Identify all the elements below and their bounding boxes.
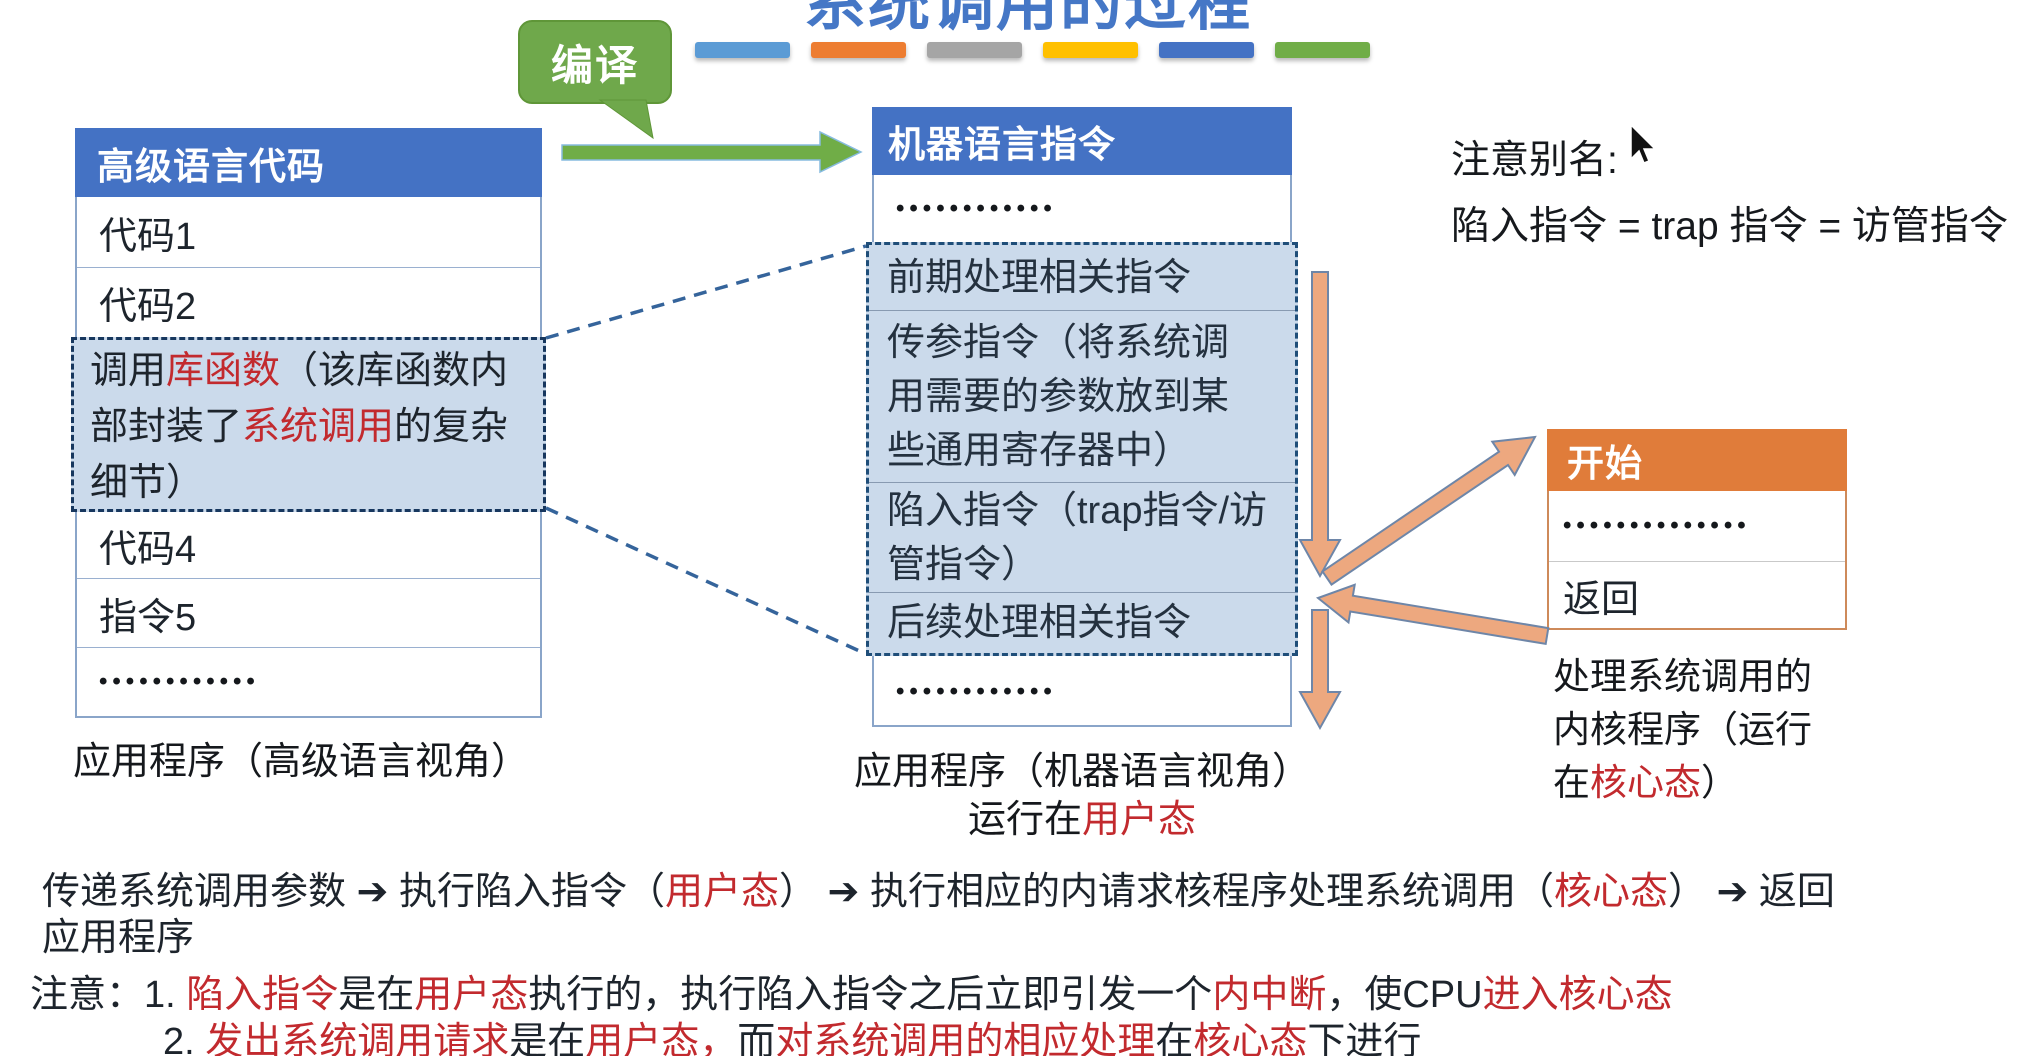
row-label: 代码2 <box>99 286 197 328</box>
kernel-table-header: 开始 <box>1547 429 1847 491</box>
ellipsis-dots: •••••••••••• <box>896 194 1057 222</box>
alias-note: 注意别名: 陷入指令 = trap 指令 = 访管指令 <box>1451 128 2031 260</box>
text-run: 运行在 <box>967 799 1082 841</box>
table-row-ellipsis: •••••••••••• <box>874 658 1290 725</box>
compile-arrow <box>561 130 863 174</box>
caption-label: 应用程序（高级语言视角） <box>73 741 530 783</box>
text-run: 用户态， <box>585 1021 738 1056</box>
machine-table-caption-line1: 应用程序（机器语言视角） <box>852 740 1312 795</box>
text-run: 传递系统调用参数 ➔ 执行陷入指令（ <box>42 871 665 913</box>
text-run: 注意：1. <box>30 974 187 1016</box>
table-row-inst5: 指令5 <box>77 578 540 647</box>
text-run: 核心态 <box>1193 1021 1308 1056</box>
text-run: 2. <box>163 1021 206 1056</box>
text-run: 库函数 <box>166 350 281 392</box>
zoom-connector-top <box>545 244 867 340</box>
ellipsis-dots: •••••••••••• <box>896 677 1057 705</box>
machine-table-header-label: 机器语言指令 <box>888 124 1116 165</box>
text-run: 下进行 <box>1307 1021 1422 1056</box>
text-run: 是在 <box>338 974 415 1016</box>
row-label: 陷入指令（trap指令/访管指令） <box>887 489 1268 586</box>
ellipsis-dots: •••••••••••• <box>99 668 260 695</box>
highlevel-table-header: 高级语言代码 <box>75 128 542 197</box>
text-run: （该库函数内部封装了 <box>90 350 509 448</box>
row-label: 返回 <box>1563 578 1640 621</box>
text-run: 内中断 <box>1212 974 1327 1016</box>
text-run: 用户态 <box>414 974 529 1016</box>
caption-label: 应用程序（机器语言视角） <box>853 751 1310 793</box>
alias-note-line1: 注意别名: <box>1451 139 1618 182</box>
row-label: 前期处理相关指令 <box>887 256 1192 299</box>
table-row-code2: 代码2 <box>77 267 540 337</box>
note-line1: 注意：1. 陷入指令是在用户态执行的，执行陷入指令之后立即引发一个内中断，使CP… <box>30 963 1673 1018</box>
row-label: 指令5 <box>99 596 197 639</box>
alias-note-line2: 陷入指令 = trap 指令 = 访管指令 <box>1451 205 2008 248</box>
text-run: 而 <box>737 1021 776 1056</box>
row-label: 传参指令（将系统调用需要的参数放到某些通用寄存器中） <box>887 321 1230 472</box>
note-line2: 2. 发出系统调用请求是在用户态，而对系统调用的相应处理在核心态下进行 <box>163 1010 1421 1056</box>
table-row-code4: 代码4 <box>77 512 540 578</box>
text-run: 在 <box>1155 1021 1194 1056</box>
text-run: 是在 <box>509 1021 586 1056</box>
color-dash <box>927 42 1022 58</box>
text-run: ） <box>1701 762 1738 803</box>
color-dash <box>1159 42 1254 58</box>
text-run: ） ➔ 执行相应的内请求核程序处理系统调用（ <box>778 871 1554 913</box>
zoom-connector-bottom <box>545 506 867 656</box>
flow-arrow-down-to-trap <box>1298 271 1342 579</box>
flow-arrow-to-kernel-start <box>1321 435 1537 586</box>
flow-summary-line2-label: 应用程序 <box>42 917 195 959</box>
table-row-ellipsis: •••••••••••• <box>77 647 540 716</box>
table-row-code1: 代码1 <box>77 197 540 267</box>
text-run: 用户态 <box>1082 799 1197 841</box>
text-run: 进入核心态 <box>1482 974 1673 1016</box>
flow-summary-line1: 传递系统调用参数 ➔ 执行陷入指令（用户态） ➔ 执行相应的内请求核程序处理系统… <box>42 860 1835 915</box>
machine-table-caption-line2: 运行在用户态 <box>852 788 1312 843</box>
color-dash <box>1275 42 1370 58</box>
text-run: 执行的，执行陷入指令之后立即引发一个 <box>528 974 1213 1016</box>
highlevel-table-header-label: 高级语言代码 <box>97 145 325 187</box>
text-run: 系统调用 <box>242 406 395 448</box>
table-row-ellipsis: •••••••••••••• <box>1549 491 1845 561</box>
highlevel-table-caption: 应用程序（高级语言视角） <box>73 730 593 785</box>
row-label: 代码4 <box>99 528 197 571</box>
color-dash <box>695 42 790 58</box>
flow-arrow-return-from-kernel <box>1315 583 1550 646</box>
row-label: 代码1 <box>99 215 197 258</box>
kernel-table-header-label: 开始 <box>1567 443 1643 484</box>
row-label: 后续处理相关指令 <box>887 602 1192 644</box>
table-row-ellipsis: •••••••••••• <box>874 175 1290 242</box>
text-run: 调用 <box>90 350 167 392</box>
table-row-library-call-highlight: 调用库函数（该库函数内部封装了系统调用的复杂细节） <box>71 337 546 512</box>
compile-bubble: 编译 <box>518 20 672 104</box>
table-row-trap-instruction: 陷入指令（trap指令/访管指令） <box>869 482 1295 592</box>
flow-summary-line2: 应用程序 <box>42 906 194 961</box>
color-dash <box>811 42 906 58</box>
text-run: 发出系统调用请求 <box>205 1021 510 1056</box>
text-run: 核心态 <box>1590 762 1701 803</box>
table-row-pass-params: 传参指令（将系统调用需要的参数放到某些通用寄存器中） <box>869 310 1295 482</box>
table-row-return: 返回 <box>1549 561 1845 628</box>
text-run: 的复杂细节） <box>90 406 509 504</box>
text-run: 用户态 <box>664 871 779 913</box>
text-run: ，使CPU <box>1326 974 1483 1016</box>
table-row-preprocess: 前期处理相关指令 <box>869 245 1295 310</box>
kernel-table-caption: 处理系统调用的内核程序（运行在核心态） <box>1553 650 1825 809</box>
text-run: ） ➔ 返回 <box>1667 871 1835 913</box>
compile-bubble-label: 编译 <box>550 41 639 89</box>
table-row-postprocess: 后续处理相关指令 <box>869 592 1295 653</box>
page-title: 系统调用的过程 <box>804 0 1253 38</box>
text-run: 对系统调用的相应处理 <box>775 1021 1156 1056</box>
flow-arrow-down-continue <box>1298 609 1342 731</box>
trap-sequence-group: 前期处理相关指令 传参指令（将系统调用需要的参数放到某些通用寄存器中） 陷入指令… <box>866 242 1298 656</box>
text-run: 处理系统调用的内核程序（运行在 <box>1553 656 1812 803</box>
ellipsis-dots: •••••••••••••• <box>1563 512 1751 539</box>
top-dashes <box>695 42 1385 58</box>
color-dash <box>1043 42 1138 58</box>
compile-bubble-tail <box>598 99 654 140</box>
machine-table-header: 机器语言指令 <box>872 107 1292 175</box>
text-run: 陷入指令 <box>186 974 339 1016</box>
text-run: 核心态 <box>1553 871 1668 913</box>
